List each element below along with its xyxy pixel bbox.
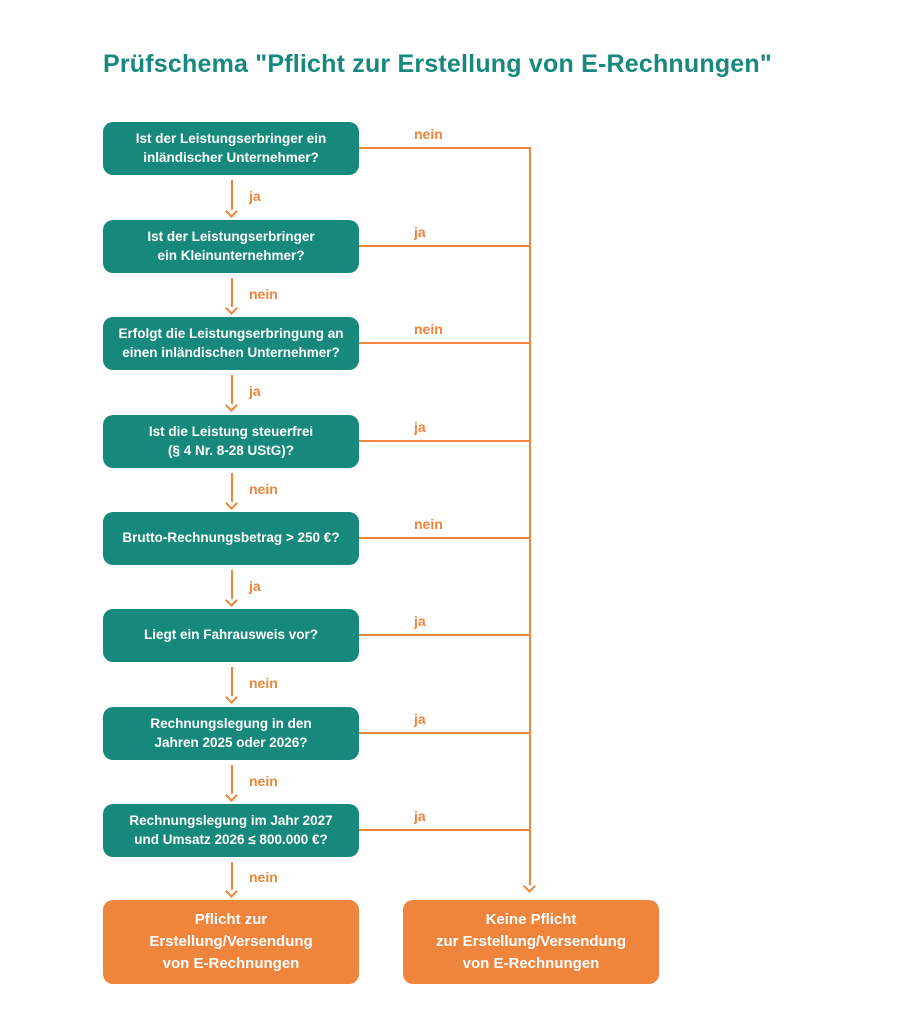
down-arrow-3 [225, 375, 238, 412]
down-label-4: nein [249, 481, 278, 497]
branch-label-4: ja [414, 419, 426, 435]
branch-label-5: nein [414, 516, 443, 532]
branch-line-6 [359, 634, 531, 636]
question-text: Ist der Leistungserbringer ein [135, 131, 327, 147]
branch-label-1: nein [414, 126, 443, 142]
branch-label-2: ja [414, 224, 426, 240]
question-text: Rechnungslegung in den [150, 716, 312, 732]
question-text: Jahren 2025 oder 2026? [154, 734, 308, 750]
question-box-7: Rechnungslegung in den Jahren 2025 oder … [103, 707, 359, 760]
arrow-line [231, 667, 233, 696]
down-arrow-5 [225, 570, 238, 607]
question-box-5: Brutto-Rechnungsbetrag > 250 €? [103, 512, 359, 565]
result-text: von E-Rechnungen [462, 954, 600, 972]
arrowhead-icon [225, 885, 238, 898]
result-text: Erstellung/Versendung [149, 933, 313, 951]
question-text: Brutto-Rechnungsbetrag > 250 €? [122, 530, 340, 546]
result-text: zur Erstellung/Versendung [435, 933, 627, 951]
result-text: von E-Rechnungen [162, 954, 300, 972]
down-arrow-2 [225, 278, 238, 315]
down-arrow-7 [225, 765, 238, 802]
arrowhead-icon [225, 497, 238, 510]
arrow-line [231, 278, 233, 307]
arrowhead-icon [225, 205, 238, 218]
question-text: Ist der Leistungserbringer [147, 229, 315, 245]
question-text: Rechnungslegung im Jahr 2027 [129, 813, 333, 829]
down-label-3: ja [249, 383, 261, 399]
branch-line-8 [359, 829, 531, 831]
down-label-7: nein [249, 773, 278, 789]
arrowhead-icon [225, 594, 238, 607]
branch-line-5 [359, 537, 531, 539]
down-label-8: nein [249, 869, 278, 885]
branch-line-1 [359, 147, 531, 149]
branch-line-7 [359, 732, 531, 734]
down-arrow-8 [225, 862, 238, 898]
question-text: Erfolgt die Leistungserbringung an [118, 326, 344, 342]
question-box-4: Ist die Leistung steuerfrei (§ 4 Nr. 8-2… [103, 415, 359, 468]
question-text: Liegt ein Fahrausweis vor? [143, 627, 319, 643]
question-text: einen inländischen Unternehmer? [122, 344, 340, 360]
question-text: und Umsatz 2026 ≤ 800.000 €? [134, 831, 328, 847]
arrowhead-icon [225, 691, 238, 704]
question-text: ein Kleinunternehmer? [157, 247, 305, 263]
down-label-6: nein [249, 675, 278, 691]
branch-line-3 [359, 342, 531, 344]
page-title: Prüfschema "Pflicht zur Erstellung von E… [103, 50, 772, 78]
arrowhead-icon [225, 302, 238, 315]
down-label-2: nein [249, 286, 278, 302]
arrow-line [231, 570, 233, 599]
question-box-1: Ist der Leistungserbringer ein inländisc… [103, 122, 359, 175]
arrow-line [231, 180, 233, 210]
collector-arrowhead-icon [523, 880, 536, 893]
down-label-1: ja [249, 188, 261, 204]
result-text: Keine Pflicht [485, 911, 577, 929]
branch-label-8: ja [414, 808, 426, 824]
question-box-2: Ist der Leistungserbringer ein Kleinunte… [103, 220, 359, 273]
question-box-3: Erfolgt die Leistungserbringung an einen… [103, 317, 359, 370]
result-box-no-obligation: Keine Pflicht zur Erstellung/Versendung … [403, 900, 659, 984]
down-arrow-4 [225, 473, 238, 510]
arrow-line [231, 765, 233, 794]
down-label-5: ja [249, 578, 261, 594]
arrowhead-icon [225, 789, 238, 802]
result-text: Pflicht zur [194, 911, 268, 929]
arrowhead-icon [225, 399, 238, 412]
branch-label-6: ja [414, 613, 426, 629]
question-text: (§ 4 Nr. 8-28 UStG)? [167, 442, 295, 458]
branch-line-2 [359, 245, 531, 247]
arrow-line [231, 862, 233, 890]
arrow-line [231, 375, 233, 404]
question-box-8: Rechnungslegung im Jahr 2027 und Umsatz … [103, 804, 359, 857]
down-arrow-6 [225, 667, 238, 704]
question-box-6: Liegt ein Fahrausweis vor? [103, 609, 359, 662]
question-text: inländischer Unternehmer? [143, 149, 319, 165]
result-box-obligation: Pflicht zur Erstellung/Versendung von E-… [103, 900, 359, 984]
question-text: Ist die Leistung steuerfrei [148, 424, 314, 440]
collector-line [529, 147, 531, 885]
branch-line-4 [359, 440, 531, 442]
down-arrow-1 [225, 180, 238, 218]
branch-label-7: ja [414, 711, 426, 727]
branch-label-3: nein [414, 321, 443, 337]
arrow-line [231, 473, 233, 502]
